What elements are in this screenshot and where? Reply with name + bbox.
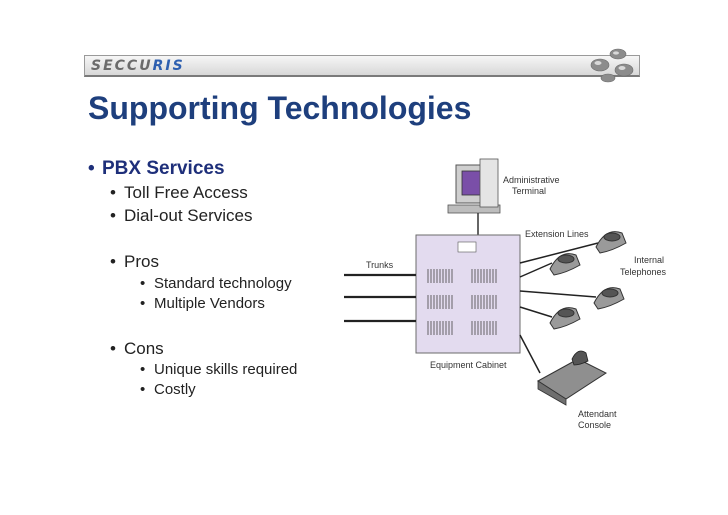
bullet-toll-free-text: Toll Free Access: [124, 183, 248, 202]
bullet-dial-out: •Dial-out Services: [110, 206, 253, 225]
slide-title: Supporting Technologies: [88, 90, 472, 126]
bullet-con-1-text: Unique skills required: [154, 361, 298, 378]
telephone-icon: [549, 307, 581, 330]
label-attendant-console-2: Console: [578, 420, 611, 430]
bullet-con-1: •Unique skills required: [140, 361, 298, 378]
molecule-logo-icon: [590, 48, 634, 83]
attendant-console-icon: [537, 350, 608, 406]
bullet-pro-2: •Multiple Vendors: [140, 295, 265, 312]
bullet-pro-1: •Standard technology: [140, 275, 292, 292]
telephone-icon: [595, 231, 627, 254]
telephone-icon: [549, 253, 581, 276]
label-internal-telephones-2: Telephones: [620, 267, 667, 277]
equipment-cabinet-icon: [415, 234, 521, 354]
header-bar: SECCURIS: [84, 55, 640, 77]
bullet-pro-1-text: Standard technology: [154, 275, 292, 292]
telephone-icon: [593, 287, 625, 310]
pbx-diagram: Administrative Terminal Equipment Cabine…: [344, 158, 667, 430]
bullet-cons-text: Cons: [124, 339, 164, 358]
label-trunks: Trunks: [366, 260, 394, 270]
bullet-pro-2-text: Multiple Vendors: [154, 295, 265, 312]
brand-logo: SECCURIS: [91, 58, 185, 74]
label-equipment-cabinet: Equipment Cabinet: [430, 360, 507, 370]
bullet-con-2: •Costly: [140, 381, 196, 398]
label-attendant-console-1: Attendant: [578, 409, 617, 419]
bullet-con-2-text: Costly: [154, 381, 196, 398]
bullet-toll-free: •Toll Free Access: [110, 183, 248, 202]
label-extension-lines: Extension Lines: [525, 229, 589, 239]
logo-text-accent: RIS: [152, 58, 185, 74]
bullet-pbx: •PBX Services: [88, 158, 225, 179]
admin-terminal-icon: [447, 158, 501, 214]
cabinet-slots: [427, 269, 497, 335]
bullet-pros-text: Pros: [124, 252, 159, 271]
label-admin-terminal-2: Terminal: [512, 186, 546, 196]
bullet-dial-out-text: Dial-out Services: [124, 206, 253, 225]
bullet-cons: •Cons: [110, 339, 164, 358]
bullet-pros: •Pros: [110, 252, 159, 271]
label-internal-telephones-1: Internal: [634, 255, 664, 265]
logo-text-primary: SECCU: [91, 58, 153, 74]
bullet-pbx-text: PBX Services: [102, 158, 225, 179]
label-admin-terminal-1: Administrative: [503, 175, 560, 185]
